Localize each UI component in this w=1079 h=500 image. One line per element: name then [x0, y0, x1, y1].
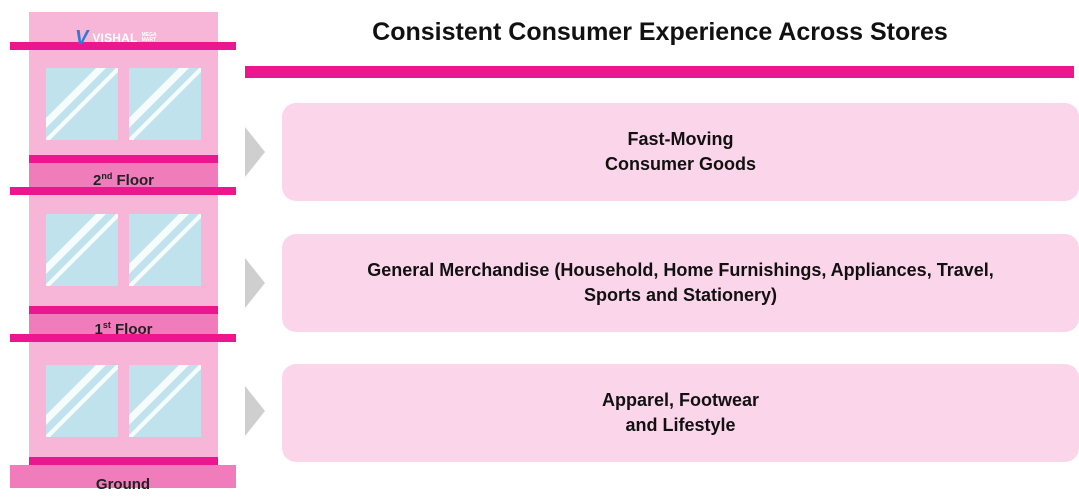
card-line: General Merchandise (Household, Home Fur…	[367, 260, 994, 280]
card-line: and Lifestyle	[625, 415, 736, 435]
logo-brand: VISHAL	[92, 31, 138, 45]
vishal-logo: V VISHAL MEGA MART	[75, 27, 164, 49]
chevron-right-icon	[245, 258, 265, 308]
card-line: Consumer Goods	[604, 154, 756, 174]
page-title: Consistent Consumer Experience Across St…	[372, 18, 948, 46]
floor-label-box: Ground	[10, 465, 236, 493]
category-card-general-merchandise: General Merchandise (Household, Home Fur…	[282, 234, 1079, 332]
logo-sub: MEGA MART	[141, 32, 157, 43]
title-rule	[245, 66, 1074, 78]
floor-label-box: 1st Floor	[29, 314, 218, 338]
floor-band	[10, 334, 236, 342]
v-logo-icon: V	[75, 27, 89, 49]
card-line: Apparel, Footwear	[601, 390, 760, 410]
category-card-apparel: Apparel, Footwear and Lifestyle	[282, 364, 1079, 462]
floor-label-2nd: 2nd Floor	[92, 171, 154, 189]
floor-ledge	[29, 457, 218, 465]
card-line: Sports and Stationery)	[583, 285, 777, 305]
floor-ledge	[29, 306, 218, 314]
chevron-right-icon	[245, 127, 265, 177]
chevron-right-icon	[245, 386, 265, 436]
window-icon	[129, 365, 201, 437]
floor-label-ground: Ground	[95, 476, 151, 493]
card-line: Fast-Moving	[627, 129, 734, 149]
roof-band	[10, 42, 236, 50]
floor-label-1st: 1st Floor	[94, 320, 153, 338]
floor-ledge	[29, 155, 218, 163]
window-icon	[46, 214, 118, 286]
floor-band	[10, 187, 236, 195]
window-icon	[46, 68, 118, 140]
floor-label-box: 2nd Floor	[29, 163, 218, 189]
window-icon	[46, 365, 118, 437]
window-icon	[129, 68, 201, 140]
window-icon	[129, 214, 201, 286]
